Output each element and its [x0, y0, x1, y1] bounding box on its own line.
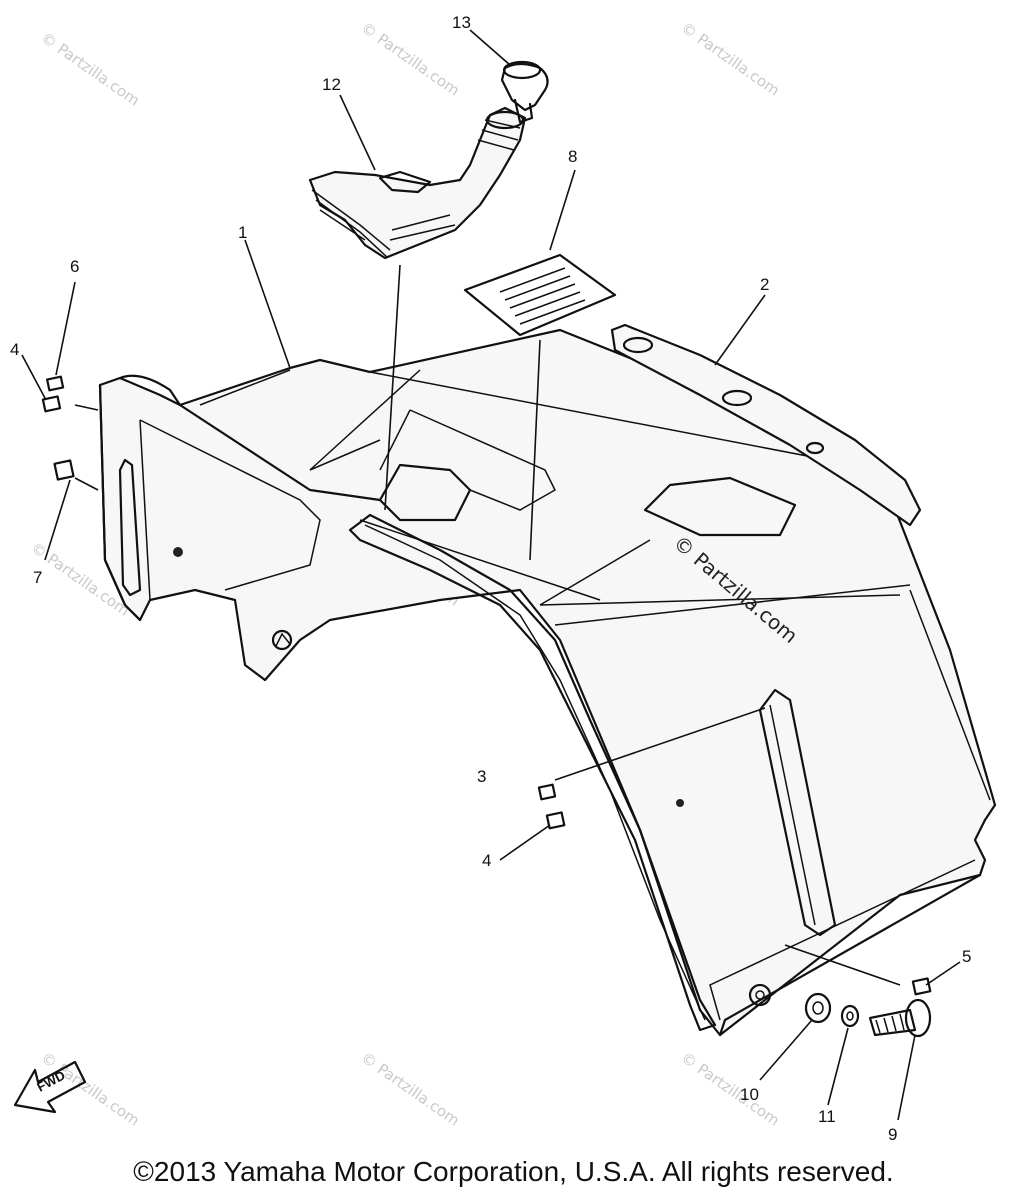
callout-labels: 1 2 3 4 4 5 6 7 8 9 10 11 12 13	[10, 13, 971, 1144]
callout-12: 12	[322, 75, 341, 94]
part-1-cover	[98, 328, 997, 1037]
watermark-text: © Partzilla.com	[678, 1049, 783, 1130]
part-13-shift-knob	[500, 60, 549, 124]
leader-lines	[21, 29, 961, 1121]
part-5-clip	[911, 977, 932, 996]
callout-4-lower: 4	[482, 851, 491, 870]
small-clip-parts	[41, 375, 932, 996]
part-10-washer	[804, 992, 832, 1024]
callout-4-upper: 4	[10, 340, 19, 359]
watermark-text: © Partzilla.com	[678, 19, 783, 100]
callout-11: 11	[818, 1107, 836, 1126]
fwd-label: FWD	[34, 1068, 67, 1095]
copyright-notice: ©2013 Yamaha Motor Corporation, U.S.A. A…	[133, 1156, 894, 1187]
watermark-text: © Partzilla.com	[358, 19, 463, 100]
callout-6: 6	[70, 257, 79, 276]
part-11-lock-washer	[840, 1004, 860, 1028]
fastener-parts	[804, 992, 932, 1038]
callout-13: 13	[452, 13, 471, 32]
callout-7: 7	[33, 568, 42, 587]
callout-3: 3	[477, 767, 486, 786]
callout-9: 9	[888, 1125, 897, 1144]
part-4-clip-lower	[545, 811, 566, 830]
exploded-parts-diagram: © Partzilla.com © Partzilla.com © Partzi…	[10, 13, 997, 1144]
watermark-text: © Partzilla.com	[38, 29, 143, 110]
callout-5: 5	[962, 947, 971, 966]
callout-1: 1	[238, 223, 247, 242]
callout-10: 10	[740, 1085, 759, 1104]
part-9-bolt	[868, 998, 932, 1038]
part-4-clip-upper	[41, 395, 62, 413]
callout-8: 8	[568, 147, 577, 166]
part-7-pad	[53, 459, 75, 481]
part-2-trim-strip	[610, 323, 922, 527]
part-6-clip	[46, 375, 65, 392]
watermark-text: © Partzilla.com	[358, 1049, 463, 1130]
callout-2: 2	[760, 275, 769, 294]
part-8-caution-label	[463, 253, 617, 337]
watermark-text: © Partzilla.com	[38, 1049, 143, 1130]
part-12-shift-boot	[308, 106, 527, 260]
part-3-clip	[537, 783, 557, 801]
